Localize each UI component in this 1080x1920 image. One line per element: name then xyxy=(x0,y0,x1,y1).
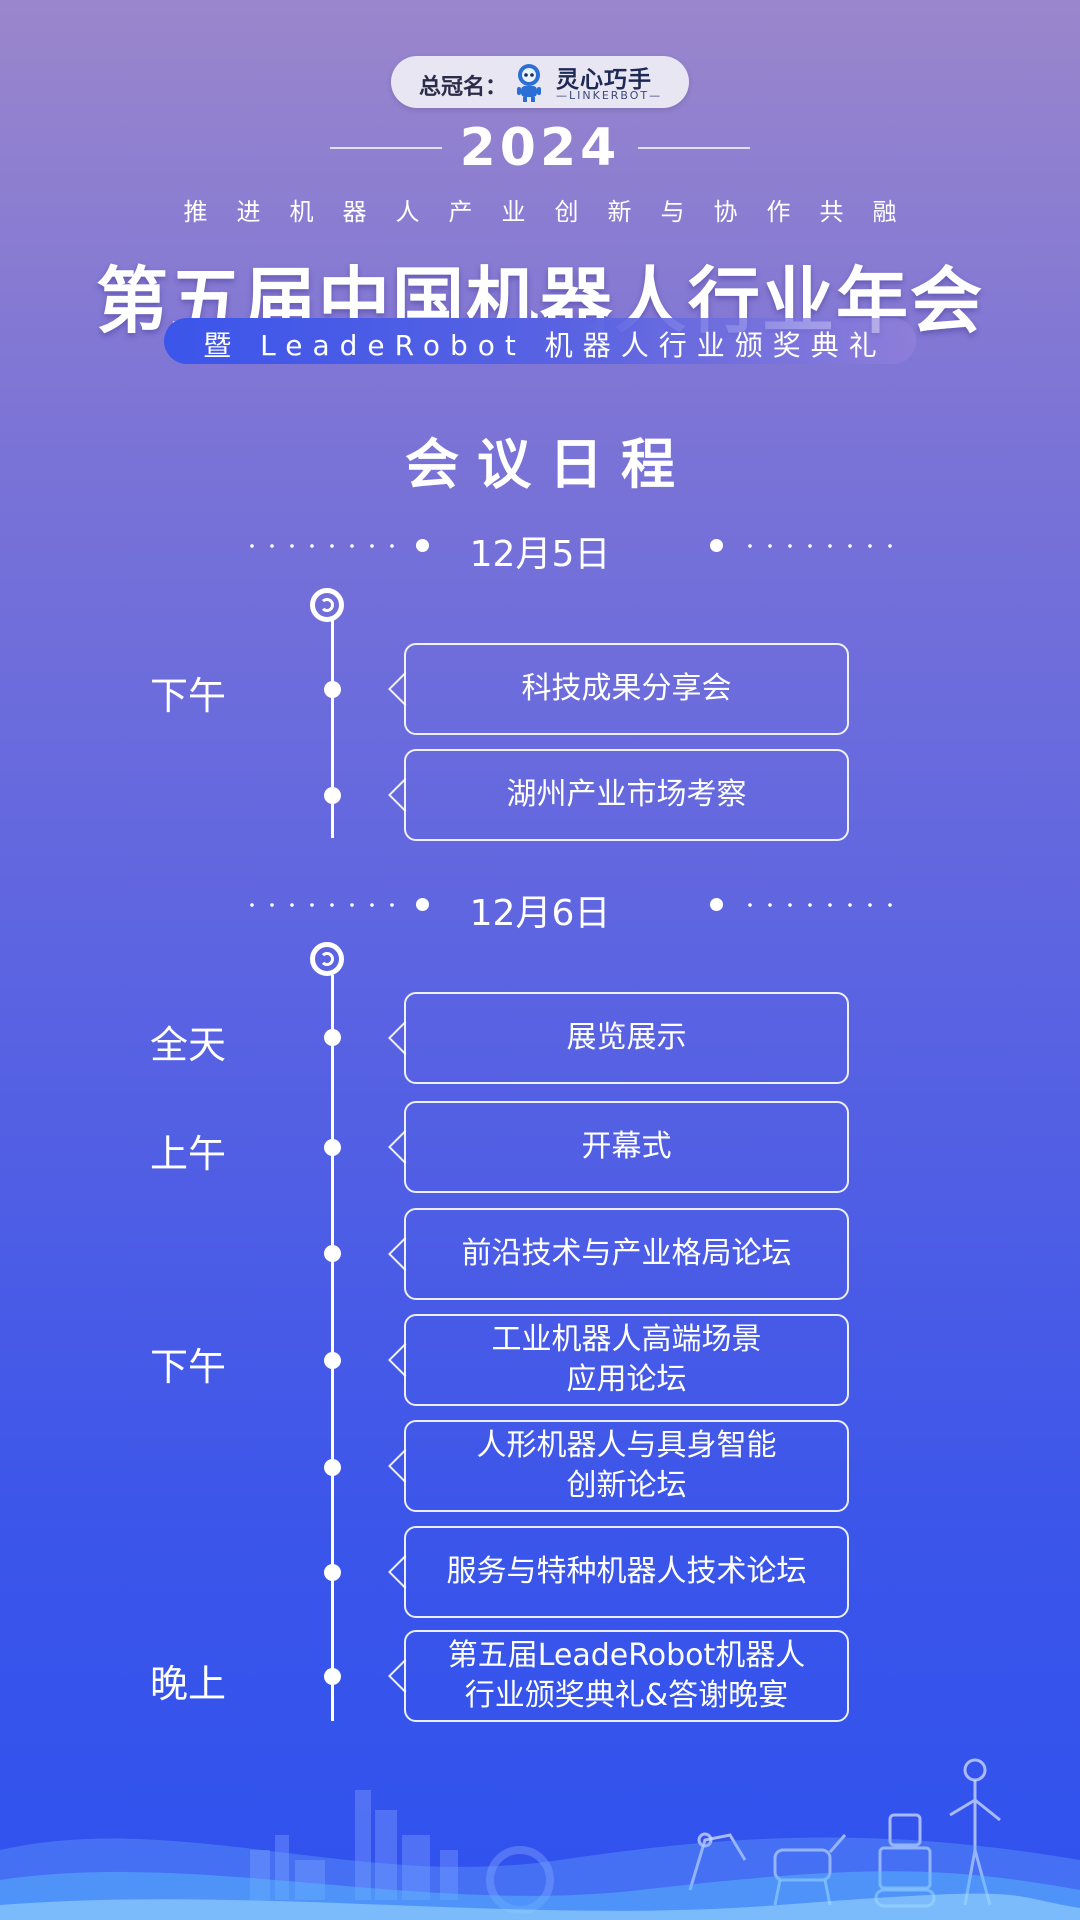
timeline-node xyxy=(324,1245,341,1262)
date-separator: 12月6日 xyxy=(0,884,1080,934)
date-separator: 12月5日 xyxy=(0,525,1080,575)
timeline-node xyxy=(324,1352,341,1369)
event-card: 展览展示 xyxy=(404,992,849,1084)
separator-dot-left xyxy=(416,898,429,911)
robot-mascot-icon xyxy=(517,64,541,102)
timeline-node xyxy=(324,1029,341,1046)
period-label: 全天 xyxy=(150,1023,227,1067)
separator-dot-left xyxy=(416,539,429,552)
timeline-node xyxy=(324,787,341,804)
date-label: 12月5日 xyxy=(469,534,611,575)
footer-decoration xyxy=(0,1758,1080,1920)
event-card: 前沿技术与产业格局论坛 xyxy=(404,1208,849,1300)
event-tagline: 推进机器人产业创新与协作共融 xyxy=(183,198,926,226)
event-title: 湖州产业市场考察 xyxy=(506,777,747,812)
city-skyline-icon xyxy=(250,1790,554,1914)
period-label: 下午 xyxy=(150,674,227,718)
year-divider-right xyxy=(638,147,750,149)
timeline-start-icon xyxy=(310,588,344,622)
event-card: 科技成果分享会 xyxy=(404,643,849,735)
event-card: 湖州产业市场考察 xyxy=(404,749,849,841)
period-label: 晚上 xyxy=(150,1662,227,1706)
event-title: 展览展示 xyxy=(566,1020,687,1055)
event-card: 工业机器人高端场景 应用论坛 xyxy=(404,1314,849,1406)
dotted-line-left xyxy=(242,544,402,548)
timeline-node xyxy=(324,1459,341,1476)
event-subtitle: 暨 LeadeRobot 机器人行业颁奖典礼 xyxy=(203,329,887,362)
sponsor-brand-english: —LINKERBOT— xyxy=(556,89,663,102)
period-label: 下午 xyxy=(150,1345,227,1389)
timeline-node xyxy=(324,1564,341,1581)
event-card: 开幕式 xyxy=(404,1101,849,1193)
event-title: 服务与特种机器人技术论坛 xyxy=(446,1554,807,1589)
sponsor-label: 总冠名： xyxy=(419,75,508,100)
dotted-line-right xyxy=(740,903,900,907)
timeline-node xyxy=(324,1139,341,1156)
event-year: 2024 xyxy=(459,118,621,178)
event-title: 科技成果分享会 xyxy=(521,671,732,706)
event-title: 人形机器人与具身智能 创新论坛 xyxy=(476,1428,777,1503)
schedule-heading: 会议日程 xyxy=(405,433,693,496)
sponsor-badge: 总冠名： 灵心巧手 —LINKERBOT— xyxy=(391,56,689,108)
event-card: 第五届LeadeRobot机器人 行业颁奖典礼&答谢晚宴 xyxy=(404,1630,849,1722)
timeline-line xyxy=(331,620,334,838)
dotted-line-left xyxy=(242,903,402,907)
event-subtitle-banner: 暨 LeadeRobot 机器人行业颁奖典礼 xyxy=(164,318,916,364)
separator-dot-right xyxy=(710,539,723,552)
event-title: 工业机器人高端场景 应用论坛 xyxy=(491,1322,762,1397)
timeline-node xyxy=(324,1668,341,1685)
timeline-line xyxy=(331,975,334,1721)
separator-dot-right xyxy=(710,898,723,911)
year-divider-left xyxy=(330,147,442,149)
date-label: 12月6日 xyxy=(469,893,611,934)
timeline-start-icon xyxy=(310,942,344,976)
event-title: 前沿技术与产业格局论坛 xyxy=(461,1236,792,1271)
timeline-node xyxy=(324,681,341,698)
event-card: 服务与特种机器人技术论坛 xyxy=(404,1526,849,1618)
event-card: 人形机器人与具身智能 创新论坛 xyxy=(404,1420,849,1512)
sponsor-brand-name: 灵心巧手 xyxy=(556,67,652,93)
dotted-line-right xyxy=(740,544,900,548)
event-title: 第五届LeadeRobot机器人 行业颁奖典礼&答谢晚宴 xyxy=(447,1638,806,1713)
period-label: 上午 xyxy=(150,1132,227,1176)
event-title: 开幕式 xyxy=(581,1129,672,1164)
